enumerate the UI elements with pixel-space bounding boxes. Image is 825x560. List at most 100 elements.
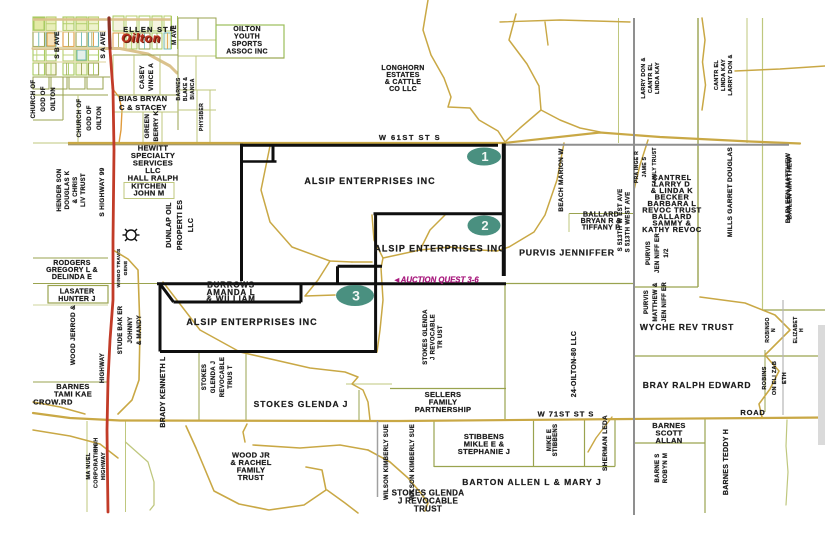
svg-text:ROAD: ROAD (740, 408, 765, 417)
svg-text:PRA INGE R: PRA INGE R (634, 151, 640, 183)
svg-text:WOOD JR: WOOD JR (232, 451, 270, 460)
svg-text:MA NUEL: MA NUEL (86, 452, 92, 479)
svg-text:H: H (799, 328, 805, 332)
svg-text:ON ELI ZAB: ON ELI ZAB (772, 361, 778, 395)
svg-text:3: 3 (352, 288, 360, 304)
svg-text:LARRY D: LARRY D (654, 180, 691, 189)
svg-text:CHURCH OF: CHURCH OF (31, 80, 37, 119)
svg-text:BIANCA: BIANCA (190, 78, 196, 99)
svg-text:MILLS GARRET DOUGLAS: MILLS GARRET DOUGLAS (727, 147, 734, 238)
svg-text:GOD OF: GOD OF (41, 86, 47, 112)
svg-text:VINCE A: VINCE A (148, 63, 155, 91)
svg-text:TIFFANY P: TIFFANY P (582, 225, 620, 232)
svg-text:TAMI KAE: TAMI KAE (54, 390, 92, 399)
svg-text:CANTR EL: CANTR EL (648, 63, 654, 94)
svg-text:WILSON KIMBERLY SUE: WILSON KIMBERLY SUE (410, 424, 416, 500)
svg-text:ALSIP ENTERPRISES INC: ALSIP ENTERPRISES INC (374, 244, 505, 254)
svg-text:STIBBENS: STIBBENS (464, 432, 504, 441)
svg-text:C & STACEY: C & STACEY (119, 103, 167, 112)
svg-text:2: 2 (481, 218, 488, 233)
svg-text:BECKER: BECKER (655, 193, 690, 202)
svg-text:ROBINSO: ROBINSO (765, 317, 771, 342)
svg-text:BARNES: BARNES (652, 421, 685, 430)
svg-text:LIV TRUST: LIV TRUST (81, 173, 87, 207)
svg-text:REVOC TRUST: REVOC TRUST (642, 206, 702, 215)
svg-text:BERRY K: BERRY K (153, 110, 160, 141)
svg-text:S HIGHWAY 99: S HIGHWAY 99 (99, 167, 106, 216)
svg-text:GENE: GENE (123, 260, 129, 275)
svg-text:GLENDA J: GLENDA J (211, 361, 217, 394)
svg-text:WILSON KIMBERLY SUE: WILSON KIMBERLY SUE (384, 424, 390, 500)
svg-text:DELINDA E: DELINDA E (52, 274, 92, 281)
svg-text:S B AVE: S B AVE (54, 31, 61, 59)
svg-text:S A AVE: S A AVE (100, 31, 107, 58)
svg-text:CANTREL: CANTREL (652, 173, 692, 182)
svg-text:S 513TH WEST AVE: S 513TH WEST AVE (626, 192, 632, 253)
svg-text:HALL RALPH: HALL RALPH (128, 174, 179, 183)
svg-text:WYCHE REV TRUST: WYCHE REV TRUST (640, 322, 734, 332)
svg-text:BURROWS: BURROWS (207, 281, 255, 290)
svg-text:OILTON: OILTON (51, 87, 57, 111)
svg-text:BALLARD: BALLARD (583, 212, 619, 219)
svg-text:DUNLAP OIL: DUNLAP OIL (166, 202, 173, 248)
svg-text:JOHN M: JOHN M (134, 189, 165, 198)
svg-text:ELIZABET: ELIZABET (793, 317, 799, 344)
svg-text:SELLERS: SELLERS (425, 390, 462, 399)
svg-text:24-OILTON-80 LLC: 24-OILTON-80 LLC (571, 331, 578, 397)
svg-text:TR UST: TR UST (438, 325, 444, 348)
svg-text:STOKES GLENDA: STOKES GLENDA (423, 309, 429, 365)
svg-text:GOD OF: GOD OF (87, 105, 93, 131)
svg-text:BLAKE &: BLAKE & (183, 77, 189, 101)
svg-text:HENDER SON: HENDER SON (57, 168, 63, 211)
svg-text:WOOD JERROD &: WOOD JERROD & (70, 305, 77, 365)
svg-text:CORPORATION: CORPORATION (94, 444, 100, 488)
svg-text:JAME S: JAME S (642, 156, 648, 177)
svg-text:PHYSIBER: PHYSIBER (199, 103, 205, 131)
svg-text:SPORTS: SPORTS (232, 41, 263, 48)
svg-text:GREGORY L &: GREGORY L & (46, 267, 98, 274)
svg-text:ALSIP ENTERPRISES INC: ALSIP ENTERPRISES INC (186, 317, 317, 327)
svg-text:LINDA KAY: LINDA KAY (655, 62, 661, 94)
svg-text:DOUGLAS K: DOUGLAS K (65, 170, 71, 209)
svg-text:BAILEN MATTHEW: BAILEN MATTHEW (787, 156, 794, 219)
svg-text:TRUST: TRUST (238, 473, 265, 482)
svg-text:STOKES: STOKES (202, 364, 208, 390)
svg-text:PURVIS: PURVIS (644, 290, 650, 314)
svg-text:OILTON: OILTON (97, 106, 103, 130)
svg-text:GREEN: GREEN (144, 114, 151, 139)
svg-text:LONGHORN: LONGHORN (381, 65, 424, 72)
svg-text:BARNE S: BARNE S (655, 453, 661, 482)
svg-text:FAMILY TRUST: FAMILY TRUST (652, 147, 658, 186)
svg-text:BARLEEN MATTHEW: BARLEEN MATTHEW (785, 152, 792, 223)
svg-text:LLC: LLC (145, 166, 161, 175)
svg-text:CHURCH OF: CHURCH OF (77, 99, 83, 138)
svg-text:PARTNERSHIP: PARTNERSHIP (415, 405, 472, 414)
svg-text:J REVOCABLE: J REVOCABLE (398, 497, 459, 506)
svg-text:STOKES GLENDA: STOKES GLENDA (392, 489, 465, 498)
svg-text:E: E (170, 27, 174, 33)
svg-text:FAMILY: FAMILY (429, 398, 458, 407)
svg-text:KITCHEN: KITCHEN (131, 182, 166, 191)
svg-text:YOUTH: YOUTH (234, 34, 260, 41)
svg-text:STIBBENS: STIBBENS (553, 424, 559, 457)
svg-text:& RACHEL: & RACHEL (230, 458, 271, 467)
svg-text:REVOCABLE: REVOCABLE (220, 357, 226, 397)
svg-text:CROW.RD: CROW.RD (33, 398, 73, 407)
svg-text:1: 1 (481, 149, 488, 164)
svg-text:SHERMAN LEDA: SHERMAN LEDA (602, 415, 609, 471)
svg-text:1/2: 1/2 (664, 248, 670, 258)
svg-text:MATTHEW &: MATTHEW & (653, 282, 659, 321)
svg-text:HIGHWAY: HIGHWAY (101, 452, 107, 480)
svg-text:JEN NIFF ER: JEN NIFF ER (655, 233, 661, 273)
svg-text:BARNES: BARNES (56, 382, 89, 391)
svg-text:LINDA KAY: LINDA KAY (721, 59, 727, 91)
svg-text:ROBINS: ROBINS (762, 366, 768, 389)
svg-text:Oilton: Oilton (121, 31, 160, 45)
svg-text:WINGO TRAVIS: WINGO TRAVIS (116, 248, 122, 287)
svg-text:BRYAN R &: BRYAN R & (581, 218, 622, 225)
svg-text:CASEY: CASEY (139, 65, 146, 89)
svg-text:MIKE E: MIKE E (547, 429, 553, 451)
svg-text:AMANDA L: AMANDA L (207, 288, 256, 297)
svg-text:RODGERS: RODGERS (53, 260, 91, 267)
svg-text:HIGHWAY: HIGHWAY (100, 353, 106, 383)
